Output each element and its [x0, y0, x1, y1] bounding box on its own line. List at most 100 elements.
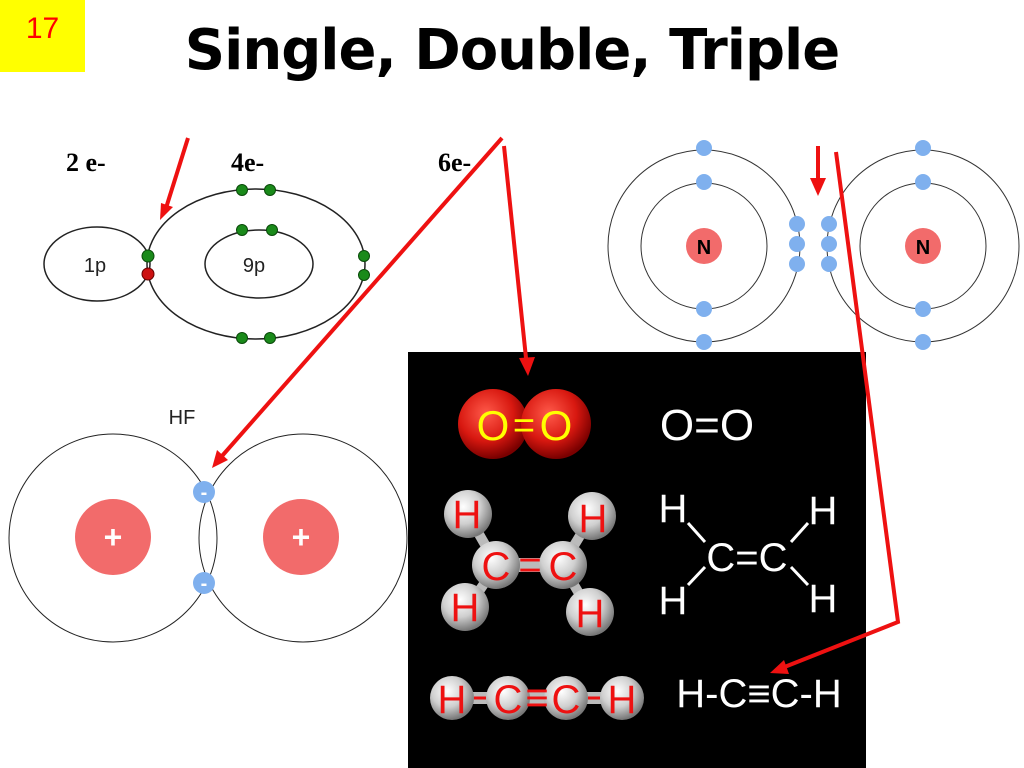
hydrogen-symbol: H	[608, 678, 637, 722]
hydrogen-symbol: H	[809, 489, 838, 533]
double-bond: =	[518, 543, 541, 587]
electron	[915, 301, 931, 317]
electron-charge: -	[201, 482, 208, 504]
electron-label-6: 6e-	[438, 148, 472, 177]
electron	[358, 250, 370, 262]
hf-left-atom	[8, 433, 218, 643]
hydrogen-atom	[441, 583, 489, 631]
arrow-to-oxygen	[502, 145, 528, 359]
fluorine-outer-shell	[146, 188, 366, 340]
carbon-atom	[544, 676, 588, 720]
electron	[821, 236, 837, 252]
hydrogen-symbol: H	[809, 577, 838, 621]
hydrogen-atom	[568, 492, 616, 540]
electron	[696, 334, 712, 350]
electron	[141, 249, 155, 263]
hydrogen-atom	[600, 676, 644, 720]
carbon-double-bond: C=C	[706, 536, 787, 580]
ethene-ball-model: H H H H C = C	[441, 490, 616, 636]
nitrogen-left-symbol: N	[697, 237, 711, 259]
electron	[789, 256, 805, 272]
hydrogen-symbol: H	[659, 487, 688, 531]
carbon-symbol: C	[549, 545, 578, 589]
oxygen-symbol: O	[477, 402, 510, 449]
shared-electron	[193, 572, 215, 594]
oxygen-atom	[521, 389, 591, 459]
electron	[236, 184, 248, 196]
electron-charge: -	[201, 573, 208, 595]
carbon-atom	[486, 676, 530, 720]
electron	[236, 224, 248, 236]
arrowhead	[160, 203, 173, 220]
hydrogen-atom	[566, 588, 614, 636]
ethyne-ball-model: H C ≡ C H	[430, 676, 644, 722]
fluorine-outer-electrons	[236, 184, 370, 344]
electron	[821, 216, 837, 232]
oxygen-atom	[458, 389, 528, 459]
hydrogen-symbol: H	[438, 678, 467, 722]
hf-right-nucleus	[263, 499, 339, 575]
electron	[821, 256, 837, 272]
fluorine-inner-electrons	[236, 224, 278, 236]
hf-label: HF	[169, 407, 196, 429]
electron	[266, 224, 278, 236]
fluorine-inner-shell	[204, 229, 314, 299]
hf-right-charge: +	[292, 519, 311, 555]
arrowhead	[212, 450, 228, 468]
electron	[264, 332, 276, 344]
nitrogen-right-symbol: N	[916, 237, 930, 259]
oxygen-formula: O=O	[660, 401, 754, 450]
hydrogen-nucleus-label: 1p	[84, 255, 106, 277]
electron	[915, 140, 931, 156]
electron	[789, 236, 805, 252]
electron	[915, 174, 931, 190]
hf-left-charge: +	[104, 519, 123, 555]
hydrogen-atom	[444, 490, 492, 538]
arrow-to-triple-bond	[781, 151, 901, 670]
pointer-arrows	[164, 136, 901, 670]
slide-title: Single, Double, Triple	[184, 18, 840, 83]
ethene-formula: H H H H C=C	[659, 487, 838, 623]
ethyne-formula: H-C≡C-H	[676, 672, 842, 716]
triple-bond: ≡	[525, 676, 548, 720]
electron	[915, 334, 931, 350]
hydrogen-symbol: H	[579, 497, 608, 541]
carbon-atom	[539, 541, 587, 589]
electron	[789, 216, 805, 232]
arrowhead	[770, 660, 789, 674]
hf-overlap-model: HF + + - -	[8, 407, 408, 643]
nitrogen-bohr-model: N N	[607, 140, 1020, 350]
arrow-to-hf-bond	[220, 136, 504, 458]
hydrogen-fluorine-bohr-model: 1p 9p	[43, 184, 370, 344]
hydrogen-atom	[430, 676, 474, 720]
electron	[696, 301, 712, 317]
electron-label-2: 2 e-	[66, 148, 106, 177]
electron-label-4: 4e-	[231, 148, 265, 177]
slide-number: 17	[0, 0, 85, 72]
shared-electron	[193, 481, 215, 503]
hydrogen-symbol: H	[576, 592, 605, 636]
shared-electron-pair	[141, 249, 155, 281]
hf-left-nucleus	[75, 499, 151, 575]
electron	[696, 174, 712, 190]
hydrogen-symbol: H	[451, 586, 480, 630]
nitrogen-electrons	[696, 140, 931, 350]
hf-right-atom	[198, 433, 408, 643]
hydrogen-symbol: H	[659, 579, 688, 623]
fluorine-nucleus-label: 9p	[243, 255, 265, 277]
carbon-symbol: C	[482, 545, 511, 589]
electron	[696, 140, 712, 156]
oxygen-ball-model: O = O	[458, 389, 591, 459]
carbon-symbol: C	[552, 678, 581, 722]
carbon-atom	[472, 541, 520, 589]
nitrogen-right-nucleus	[905, 228, 941, 264]
oxygen-symbol: O	[540, 402, 573, 449]
double-bond: =	[513, 405, 535, 447]
nitrogen-left-nucleus	[686, 228, 722, 264]
hydrogen-symbol: H	[453, 493, 482, 537]
carbon-symbol: C	[494, 678, 523, 722]
electron	[141, 267, 155, 281]
electron	[236, 332, 248, 344]
arrowhead	[519, 357, 535, 376]
